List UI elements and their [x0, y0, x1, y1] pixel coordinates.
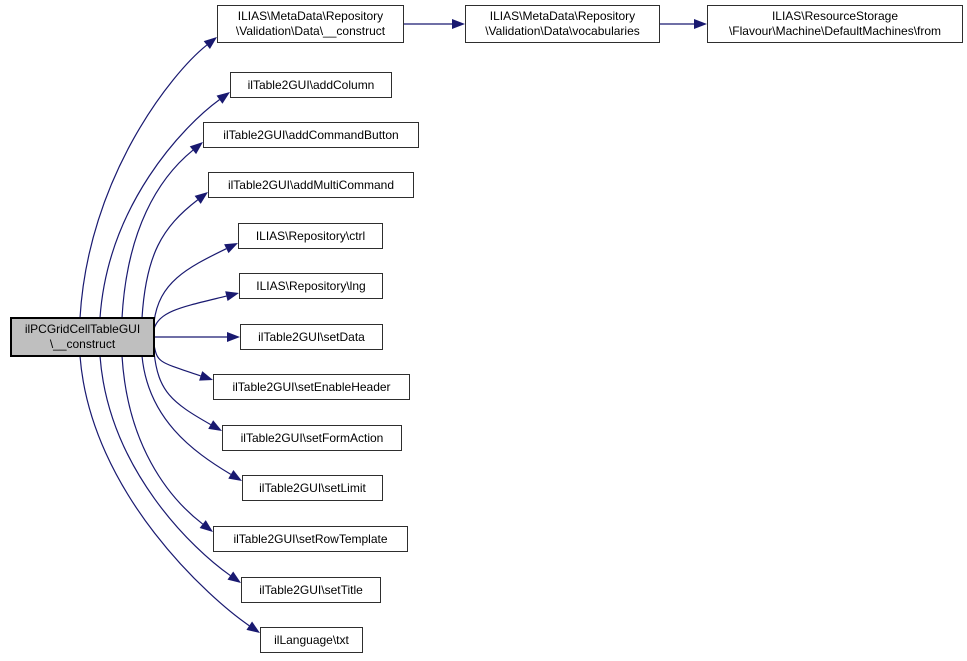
node-iltable2gui-setdata[interactable]: ilTable2GUI\setData	[240, 324, 383, 350]
node-ilias-repository-lng[interactable]: ILIAS\Repository\lng	[239, 273, 383, 299]
node-illanguage-txt[interactable]: ilLanguage\txt	[260, 627, 363, 653]
node-iltable2gui-addmulticommand[interactable]: ilTable2GUI\addMultiCommand	[208, 172, 414, 198]
node-iltable2gui-addcommandbutton[interactable]: ilTable2GUI\addCommandButton	[203, 122, 419, 148]
node-iltable2gui-setrowtemplate[interactable]: ilTable2GUI\setRowTemplate	[213, 526, 408, 552]
node-iltable2gui-addcolumn[interactable]: ilTable2GUI\addColumn	[230, 72, 392, 98]
node-iltable2gui-settitle[interactable]: ilTable2GUI\setTitle	[241, 577, 381, 603]
node-ilias-metadata-repository-validation-data-vocabularies[interactable]: ILIAS\MetaData\Repository \Validation\Da…	[465, 5, 660, 43]
node-iltable2gui-setformaction[interactable]: ilTable2GUI\setFormAction	[222, 425, 402, 451]
node-ilias-metadata-repository-validation-data-construct[interactable]: ILIAS\MetaData\Repository \Validation\Da…	[217, 5, 404, 43]
node-ilpcgridcelltablegui-construct: ilPCGridCellTableGUI \__construct	[10, 317, 155, 357]
node-ilias-repository-ctrl[interactable]: ILIAS\Repository\ctrl	[238, 223, 383, 249]
node-iltable2gui-setlimit[interactable]: ilTable2GUI\setLimit	[242, 475, 383, 501]
node-iltable2gui-setenableheader[interactable]: ilTable2GUI\setEnableHeader	[213, 374, 410, 400]
node-ilias-resourcestorage-defaultmachines-from[interactable]: ILIAS\ResourceStorage \Flavour\Machine\D…	[707, 5, 963, 43]
